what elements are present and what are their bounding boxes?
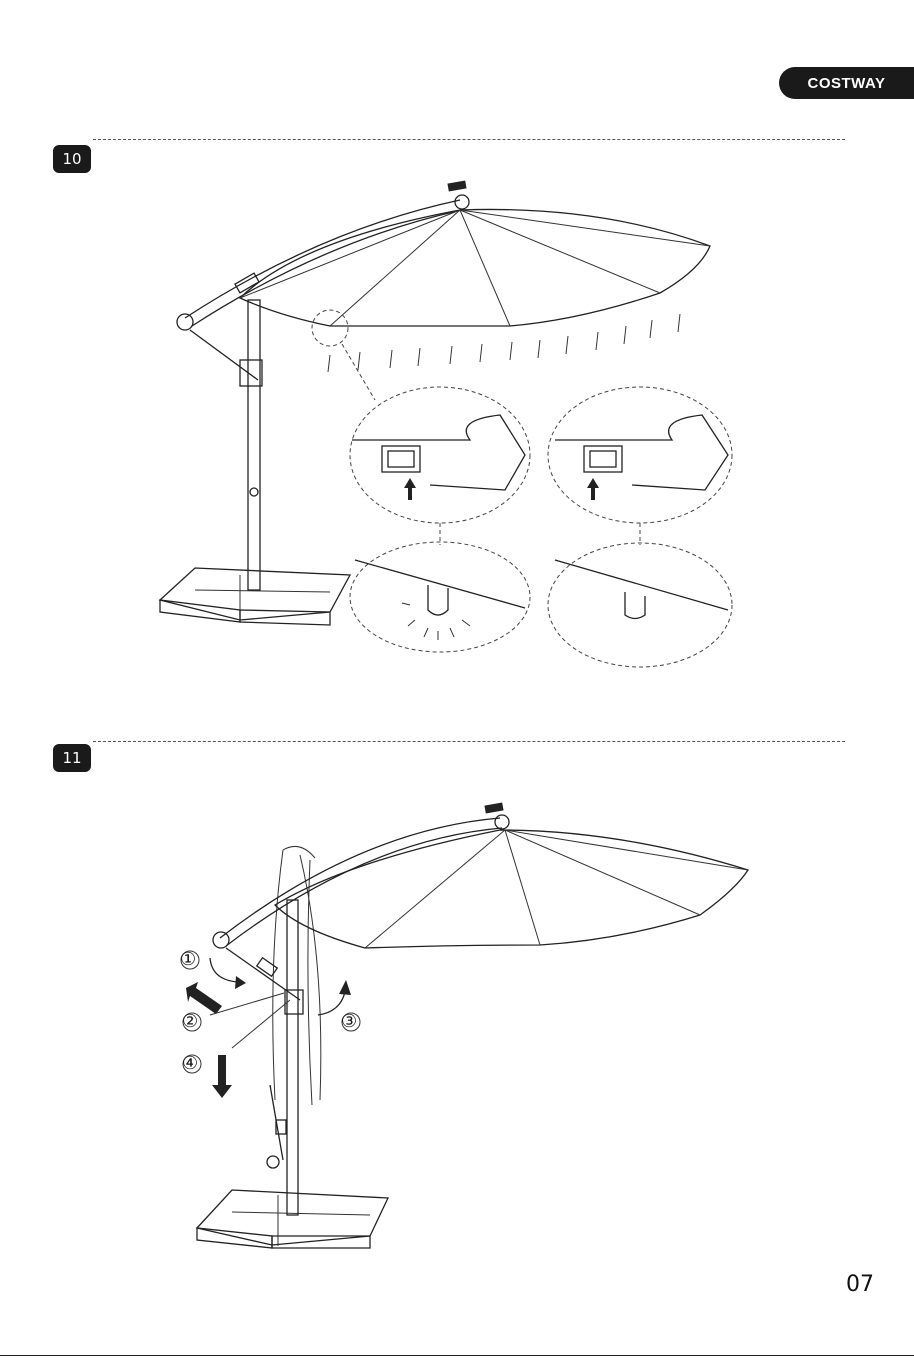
callout-3: ③ [341,1011,357,1032]
callouts [181,951,360,1073]
umbrella-fold-illustration [186,802,748,1248]
callout-4: ④ [182,1053,198,1074]
callout-2: ② [182,1011,198,1032]
arrow-down-icon [212,1055,232,1098]
bottom-rule [0,1355,914,1356]
page-number: 07 [846,1272,874,1297]
callout-1: ① [180,949,196,970]
curved-arrow-icon [210,958,238,982]
